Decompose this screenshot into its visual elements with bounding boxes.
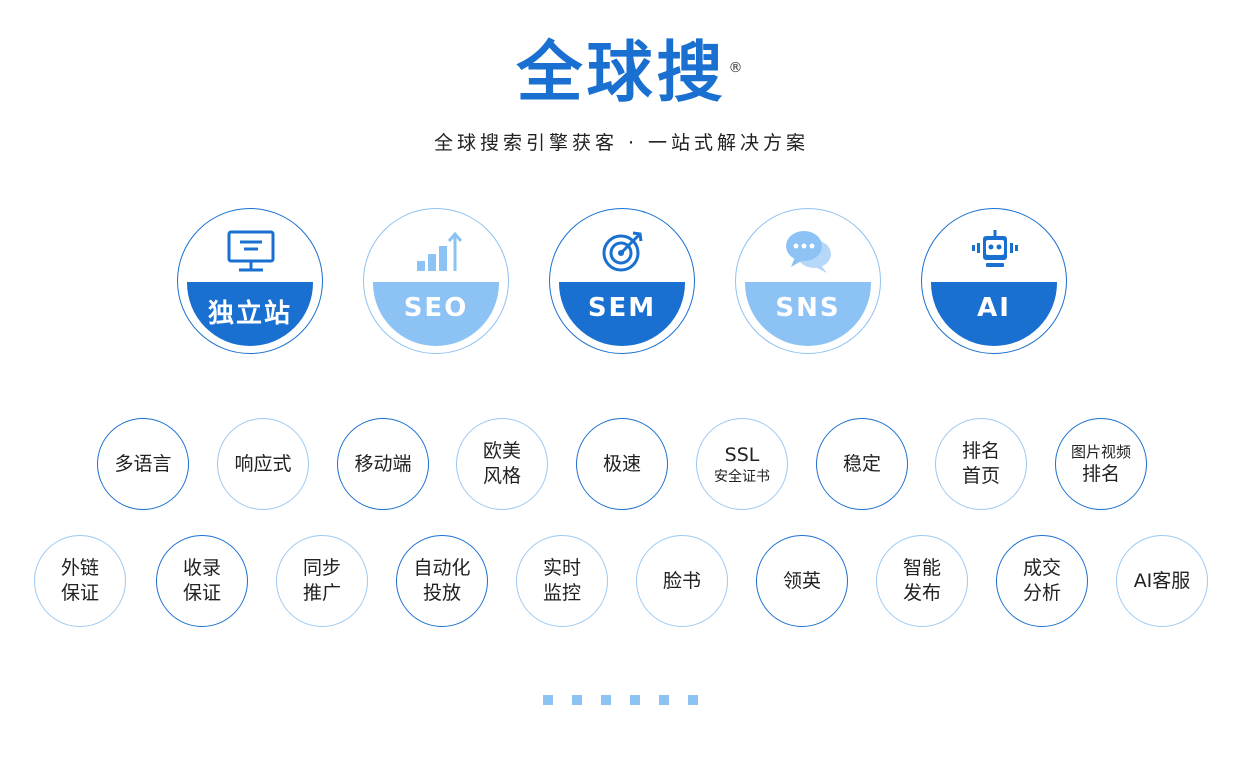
feature-index-guarantee[interactable]: 收录 保证 [156, 535, 248, 627]
brand-header: 全球搜 ® [0, 34, 1243, 110]
brand-title: 全球搜 [516, 33, 727, 111]
carousel-dot[interactable] [659, 695, 669, 705]
feature-smart-publish[interactable]: 智能 发布 [876, 535, 968, 627]
feature-media-ranking[interactable]: 图片视频 排名 [1055, 418, 1147, 510]
carousel-dot[interactable] [630, 695, 640, 705]
tagline: 全球搜索引擎获客 · 一站式解决方案 [433, 132, 810, 154]
product-ai[interactable]: AI [921, 208, 1067, 354]
feature-backlink-guarantee[interactable]: 外链 保证 [34, 535, 126, 627]
monitor-icon [227, 230, 275, 272]
product-sns[interactable]: SNS [735, 208, 881, 354]
product-sem[interactable]: SEM [549, 208, 695, 354]
product-label: 独立站 [207, 299, 292, 329]
carousel-dot[interactable] [543, 695, 553, 705]
product-label: AI [977, 293, 1011, 323]
product-label: SEM [587, 293, 657, 323]
product-seo[interactable]: SEO [363, 208, 509, 354]
feature-deal-analysis[interactable]: 成交 分析 [996, 535, 1088, 627]
feature-first-page-ranking[interactable]: 排名 首页 [935, 418, 1027, 510]
feature-ai-customer-service[interactable]: AI客服 [1116, 535, 1208, 627]
registered-mark: ® [728, 60, 743, 76]
product-label: SNS [775, 293, 841, 323]
feature-facebook[interactable]: 脸书 [636, 535, 728, 627]
feature-mobile[interactable]: 移动端 [337, 418, 429, 510]
feature-responsive[interactable]: 响应式 [217, 418, 309, 510]
carousel-dot[interactable] [572, 695, 582, 705]
chat-bubbles-icon [786, 231, 831, 273]
feature-sync-promotion[interactable]: 同步 推广 [276, 535, 368, 627]
feature-realtime-monitor[interactable]: 实时 监控 [516, 535, 608, 627]
target-icon [602, 231, 643, 272]
bar-chart-icon [417, 231, 463, 271]
carousel-dot[interactable] [688, 695, 698, 705]
feature-ssl[interactable]: SSL 安全证书 [696, 418, 788, 510]
feature-auto-delivery[interactable]: 自动化 投放 [396, 535, 488, 627]
product-label: SEO [403, 293, 469, 323]
product-independent-site[interactable]: 独立站 [177, 208, 323, 354]
brand-logo: 全球搜 ® [516, 33, 743, 111]
feature-fast[interactable]: 极速 [576, 418, 668, 510]
feature-linkedin[interactable]: 领英 [756, 535, 848, 627]
carousel-dot[interactable] [601, 695, 611, 705]
robot-icon [972, 230, 1018, 267]
feature-stable[interactable]: 稳定 [816, 418, 908, 510]
feature-multilingual[interactable]: 多语言 [97, 418, 189, 510]
feature-western-style[interactable]: 欧美 风格 [456, 418, 548, 510]
